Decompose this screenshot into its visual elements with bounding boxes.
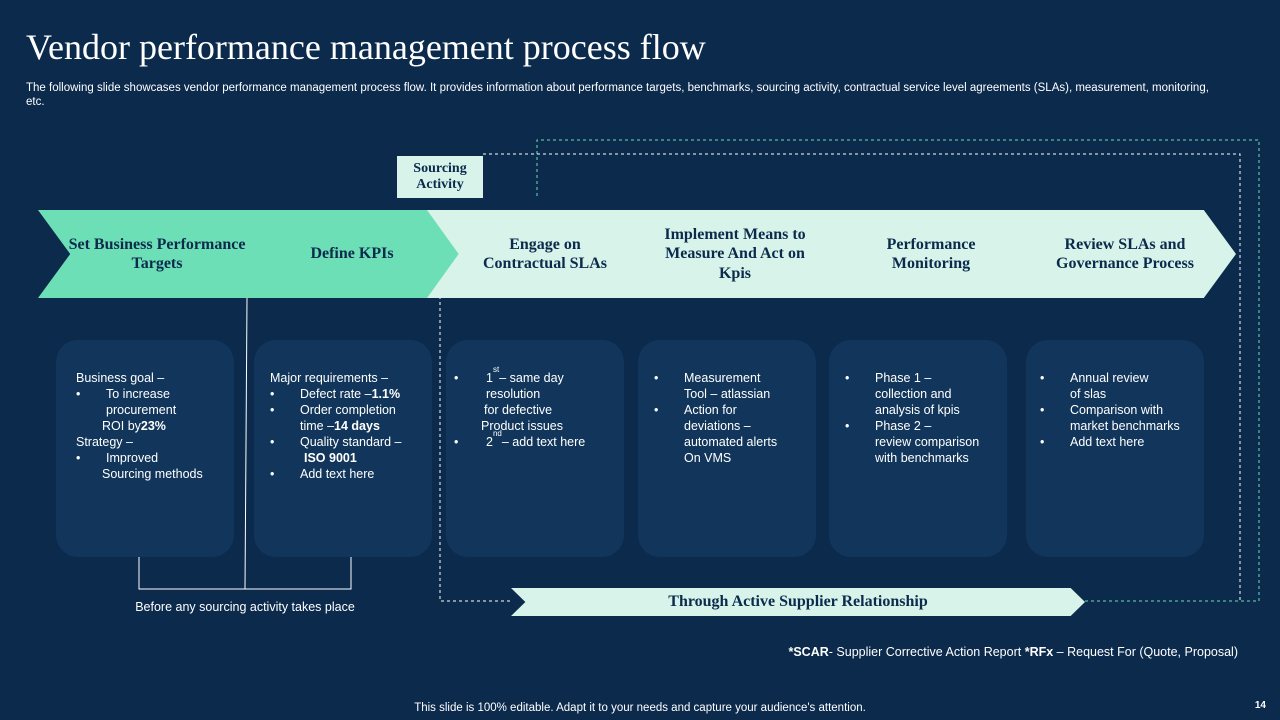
vertical-connector <box>244 297 248 590</box>
bullet-icon: • <box>270 467 275 481</box>
card-text: Tool – atlassian <box>684 387 771 401</box>
card-business-targets: Business goal – • To increase procurement… <box>56 340 234 557</box>
card-text: Comparison with <box>1070 403 1164 417</box>
card-text-bold: 23% <box>140 419 166 433</box>
card-text: Add text here <box>300 467 375 481</box>
card-text: On VMS <box>684 451 732 465</box>
step-engage-contractual-slas: Engage on Contractual SLAs <box>427 210 653 298</box>
card-text: Action for <box>684 403 737 417</box>
card-define-kpis: Major requirements – • Defect rate – 1.1%… <box>254 340 432 557</box>
bullet-icon: • <box>1040 435 1045 449</box>
bullet-icon: • <box>76 387 81 401</box>
card-text: resolution <box>486 387 541 401</box>
card-text: review comparison <box>875 435 980 449</box>
footnote-abbr: *SCAR <box>788 645 829 659</box>
step-label: Set Business Performance Targets <box>68 235 246 273</box>
card-text: Phase 1 – <box>875 371 932 385</box>
card-text: Product issues <box>481 419 563 433</box>
card-text: time – <box>300 419 335 433</box>
bullet-icon: • <box>76 451 81 465</box>
step-performance-monitoring: Performance Monitoring <box>813 210 1039 298</box>
card-text-bold: 1.1% <box>371 387 401 401</box>
card-text: Major requirements – <box>270 371 389 385</box>
bullet-icon: • <box>1040 403 1045 417</box>
supplier-relationship-banner: Through Active Supplier Relationship <box>511 588 1085 616</box>
card-text-bold: 14 days <box>334 419 380 433</box>
slide-subtitle: The following slide showcases vendor per… <box>26 82 1209 108</box>
bullet-icon: • <box>1040 371 1045 385</box>
bullet-icon: • <box>270 403 275 417</box>
slide-footer: This slide is 100% editable. Adapt it to… <box>414 702 866 714</box>
footnote-abbr: *RFx <box>1024 645 1054 659</box>
slide-title: Vendor performance management process fl… <box>26 27 706 67</box>
card-text: 1 <box>486 371 493 385</box>
card-text: Add text here <box>1070 435 1145 449</box>
card-text: Strategy – <box>76 435 133 449</box>
step-implement-means: Implement Means to Measure And Act on Kp… <box>620 210 846 298</box>
step-set-business-targets: Set Business Performance Targets <box>38 210 268 298</box>
card-performance-monitoring: • Phase 1 – collection and analysis of kp… <box>829 340 1007 557</box>
card-text: Phase 2 – <box>875 419 932 433</box>
card-text: To increase <box>106 387 170 401</box>
card-text: Measurement <box>684 371 761 385</box>
card-text: ROI by <box>102 419 141 433</box>
card-text: procurement <box>106 403 177 417</box>
card-text: Quality standard – <box>300 435 402 449</box>
abbreviation-footnote: *SCAR- Supplier Corrective Action Report… <box>788 645 1238 659</box>
bullet-icon: • <box>270 435 275 449</box>
step-label: Review SLAs and Governance Process <box>1056 235 1194 273</box>
card-text: Sourcing methods <box>102 467 203 481</box>
card-text: Order completion <box>300 403 396 417</box>
card-text: market benchmarks <box>1070 419 1180 433</box>
card-text: – add text here <box>501 435 586 449</box>
sourcing-activity-label: Sourcing Activity <box>397 156 483 198</box>
bullet-icon: • <box>654 403 659 417</box>
card-text: automated alerts <box>684 435 778 449</box>
step-review-slas: Review SLAs and Governance Process <box>1006 210 1236 298</box>
bullet-icon: • <box>654 371 659 385</box>
footnote-text: - Supplier Corrective Action Report <box>828 645 1025 659</box>
card-text: deviations – <box>684 419 751 433</box>
card-review-slas: •Annual review of slas •Comparison with … <box>1026 340 1204 557</box>
card-text: Improved <box>106 451 159 465</box>
bullet-icon: • <box>454 371 459 385</box>
card-text: Annual review <box>1070 371 1149 385</box>
card-text: with benchmarks <box>875 451 969 465</box>
card-implement-means: • Measurement Tool – atlassian • Action fo… <box>638 340 816 557</box>
card-text: for defective <box>484 403 553 417</box>
step-label: Implement Means to Measure And Act on Kp… <box>664 225 806 282</box>
bracket-label: Before any sourcing activity takes place <box>135 600 355 614</box>
bullet-icon: • <box>454 435 459 449</box>
banner-label: Through Active Supplier Relationship <box>668 593 928 610</box>
card-text: – same day <box>499 371 564 385</box>
step-label: Define KPIs <box>310 245 394 263</box>
step-label: Performance Monitoring <box>886 235 976 273</box>
card-text: collection and <box>875 387 952 401</box>
card-text: Business goal – <box>76 371 165 385</box>
card-text-sup: nd <box>492 429 502 438</box>
step-define-kpis: Define KPIs <box>234 210 460 298</box>
card-text: of slas <box>1070 387 1107 401</box>
footnote-text: – Request For (Quote, Proposal) <box>1053 645 1238 659</box>
card-text-sup: st <box>492 365 500 374</box>
card-text: 2 <box>486 435 493 449</box>
bullet-icon: • <box>845 419 850 433</box>
bullet-icon: • <box>845 371 850 385</box>
page-number: 14 <box>1254 700 1266 711</box>
card-text: Defect rate – <box>300 387 372 401</box>
bracket-line <box>138 557 352 590</box>
bullet-icon: • <box>270 387 275 401</box>
card-text: analysis of kpis <box>875 403 960 417</box>
step-label: Engage on Contractual SLAs <box>482 235 607 273</box>
card-text-bold: ISO 9001 <box>304 451 357 465</box>
